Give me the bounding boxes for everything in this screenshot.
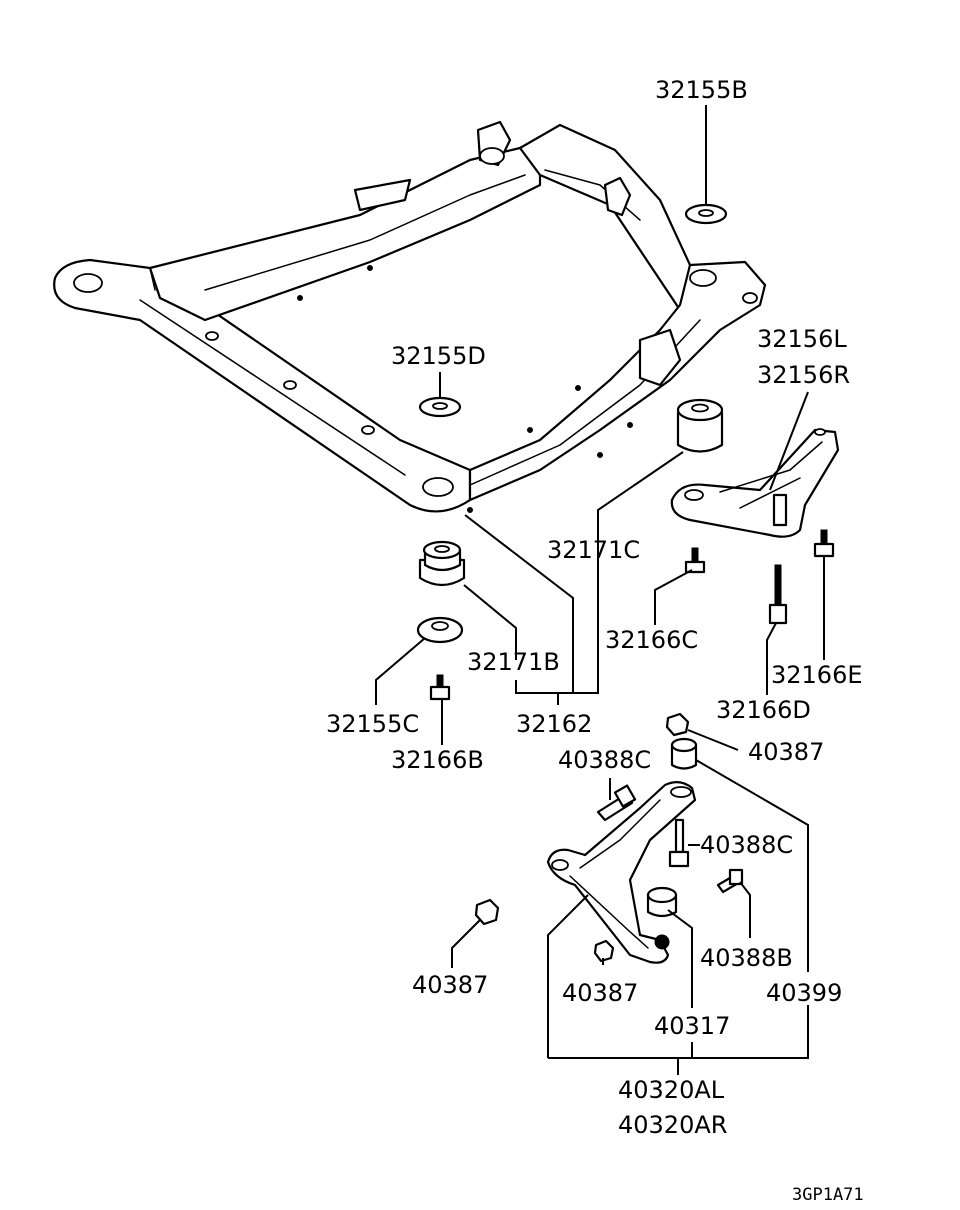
label-40387-mid: 40387: [562, 979, 638, 1007]
washer-32155C: [416, 616, 464, 644]
label-40388B: 40388B: [700, 944, 793, 972]
bolt-40388B: [716, 868, 744, 894]
bolt-32166B: [429, 674, 451, 701]
label-32155B: 32155B: [655, 76, 748, 104]
bushing-32171B: [418, 540, 466, 587]
bracket-32156: [670, 428, 840, 538]
label-40399: 40399: [766, 979, 842, 1007]
label-32155C: 32155C: [326, 710, 419, 738]
label-32156L: 32156L: [757, 325, 847, 353]
label-40388C-top: 40388C: [558, 746, 651, 774]
bolt-32166C: [684, 547, 706, 574]
leader-lines: [375, 105, 825, 1075]
label-40387-left: 40387: [412, 971, 488, 999]
part-labels: 32155B 32155D 32156L 32156R 32171C 32166…: [326, 76, 863, 1139]
bolt-32166D: [768, 564, 788, 625]
nut-40387-mid: [593, 939, 615, 963]
label-32171B: 32171B: [467, 648, 560, 676]
label-32166C: 32166C: [605, 626, 698, 654]
washer-32155D: [418, 396, 462, 418]
label-32162: 32162: [516, 710, 592, 738]
label-40320AR: 40320AR: [618, 1111, 727, 1139]
bolt-40388C-right: [668, 818, 690, 868]
bolt-32166E: [813, 529, 835, 558]
label-32166E: 32166E: [771, 661, 863, 689]
label-40317: 40317: [654, 1012, 730, 1040]
lower-arm-40320: [546, 781, 697, 964]
washer-32155B: [684, 203, 728, 225]
label-40320AL: 40320AL: [618, 1076, 725, 1104]
label-32156R: 32156R: [757, 361, 850, 389]
label-32155D: 32155D: [391, 342, 486, 370]
nut-40387-upper: [665, 712, 690, 737]
bushing-32171C: [676, 398, 724, 453]
label-32166D: 32166D: [716, 696, 811, 724]
label-32171C: 32171C: [547, 536, 640, 564]
nut-40387-left: [474, 898, 500, 926]
label-32166B: 32166B: [391, 746, 484, 774]
reference-code: 3GP1A71: [792, 1185, 864, 1205]
label-40387-upper: 40387: [748, 738, 824, 766]
label-40388C-right: 40388C: [700, 831, 793, 859]
bolt-40388C-top: [596, 784, 637, 822]
bushing-40399: [670, 737, 698, 770]
front-subframe: [53, 120, 767, 513]
